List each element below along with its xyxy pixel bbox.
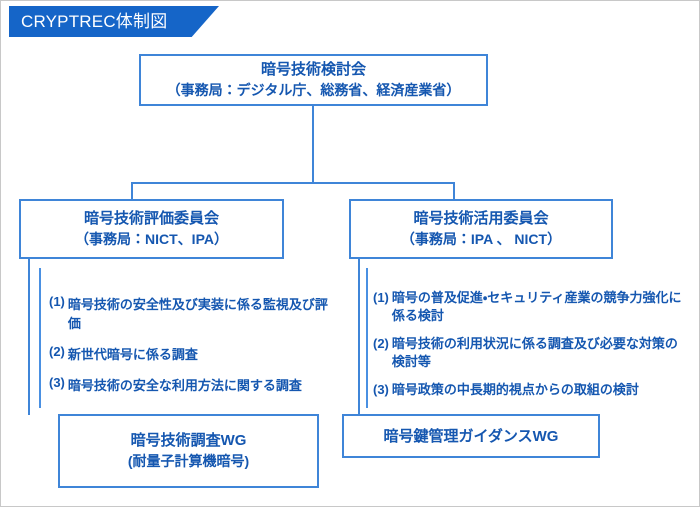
- task-text: 暗号技術の利用状況に係る調査及び必要な対策の検討等: [391, 336, 678, 369]
- list-item: (1) 暗号技術の安全性及び実装に係る監視及び評価: [49, 294, 339, 332]
- divider-utilization-tasks: [366, 268, 368, 408]
- divider-evaluation-tasks: [39, 268, 41, 408]
- task-text: 新世代暗号に係る調査: [67, 347, 198, 362]
- page-title-banner: CRYPTREC体制図: [9, 6, 219, 37]
- task-number: (2): [49, 344, 65, 359]
- evaluation-task-list: (1) 暗号技術の安全性及び実装に係る監視及び評価 (2) 新世代暗号に係る調査…: [49, 294, 339, 394]
- connector-utilization-to-wg: [358, 259, 360, 415]
- connector-drop-evaluation: [131, 182, 133, 200]
- node-evaluation-committee: 暗号技術評価委員会 （事務局：NICT、IPA）: [19, 199, 284, 259]
- node-evaluation-title: 暗号技術評価委員会: [83, 210, 219, 227]
- node-wg-survey-title: 暗号技術調査WG: [130, 432, 247, 449]
- list-item: (1) 暗号の普及促進・セキュリティ産業の競争力強化に係る検討: [373, 289, 683, 325]
- node-cryptrec-council: 暗号技術検討会 （事務局：デジタル庁、総務省、経済産業省）: [139, 54, 488, 106]
- connector-committee-bracket: [131, 182, 455, 184]
- task-number: (2): [373, 336, 389, 351]
- task-number: (3): [49, 375, 65, 390]
- list-item: (2) 新世代暗号に係る調査: [49, 344, 339, 363]
- node-wg-keymgt-title: 暗号鍵管理ガイダンスWG: [383, 427, 559, 445]
- node-utilization-title: 暗号技術活用委員会: [413, 210, 549, 227]
- list-item: (3) 暗号技術の安全な利用方法に関する調査: [49, 375, 339, 394]
- list-item: (2) 暗号技術の利用状況に係る調査及び必要な対策の検討等: [373, 335, 683, 371]
- connector-evaluation-to-wg: [28, 259, 30, 415]
- task-number: (3): [373, 382, 389, 397]
- connector-drop-utilization: [453, 182, 455, 200]
- node-council-title: 暗号技術検討会: [260, 61, 366, 78]
- task-text: 暗号技術の安全性及び実装に係る監視及び評価: [67, 297, 328, 331]
- node-wg-cryptographic-survey: 暗号技術調査WG (耐量子計算機暗号): [58, 414, 319, 488]
- task-text: 暗号の普及促進・セキュリティ産業の競争力強化に係る検討: [391, 290, 682, 323]
- node-wg-survey-subtitle: (耐量子計算機暗号): [127, 453, 250, 469]
- task-text: 暗号技術の安全な利用方法に関する調査: [67, 378, 302, 393]
- task-number: (1): [49, 294, 65, 309]
- list-item: (3) 暗号政策の中長期的視点からの取組の検討: [373, 381, 683, 399]
- node-evaluation-secretariat: （事務局：NICT、IPA）: [75, 231, 228, 247]
- node-utilization-secretariat: （事務局：IPA 、 NICT）: [400, 231, 562, 247]
- node-council-secretariat: （事務局：デジタル庁、総務省、経済産業省）: [166, 82, 461, 98]
- task-text: 暗号政策の中長期的視点からの取組の検討: [391, 382, 639, 397]
- task-number: (1): [373, 290, 389, 305]
- node-wg-key-management-guidance: 暗号鍵管理ガイダンスWG: [342, 414, 600, 458]
- utilization-task-list: (1) 暗号の普及促進・セキュリティ産業の競争力強化に係る検討 (2) 暗号技術…: [373, 289, 683, 399]
- connector-council-trunk: [312, 106, 314, 183]
- node-utilization-committee: 暗号技術活用委員会 （事務局：IPA 、 NICT）: [349, 199, 613, 259]
